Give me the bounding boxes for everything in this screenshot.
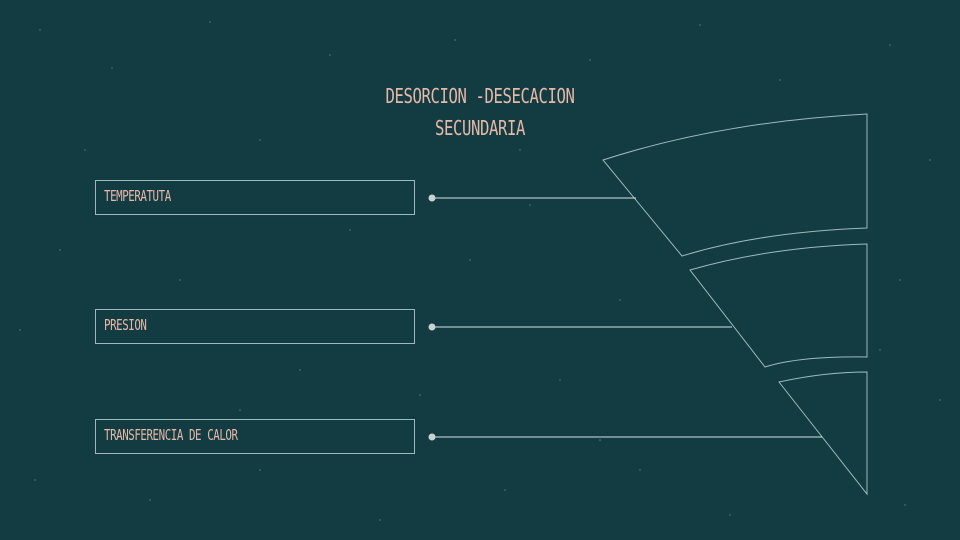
connector-dot-3 <box>428 433 436 441</box>
connector-dot-2 <box>428 323 436 331</box>
label-box-temperatura: TEMPERATUTA <box>95 180 415 215</box>
label-text: TEMPERATUTA <box>104 187 171 205</box>
slide-title: DESORCION -DESECACION SECUNDARIA <box>385 84 575 140</box>
connector-dot-1 <box>428 194 436 202</box>
funnel-segment-middle <box>689 243 868 368</box>
label-text: PRESION <box>104 316 147 334</box>
funnel-segment-top <box>602 113 868 257</box>
label-box-presion: PRESION <box>95 309 415 344</box>
funnel-segment-bottom <box>778 371 868 496</box>
label-text: TRANSFERENCIA DE CALOR <box>104 426 238 444</box>
label-box-transferencia: TRANSFERENCIA DE CALOR <box>95 419 415 454</box>
